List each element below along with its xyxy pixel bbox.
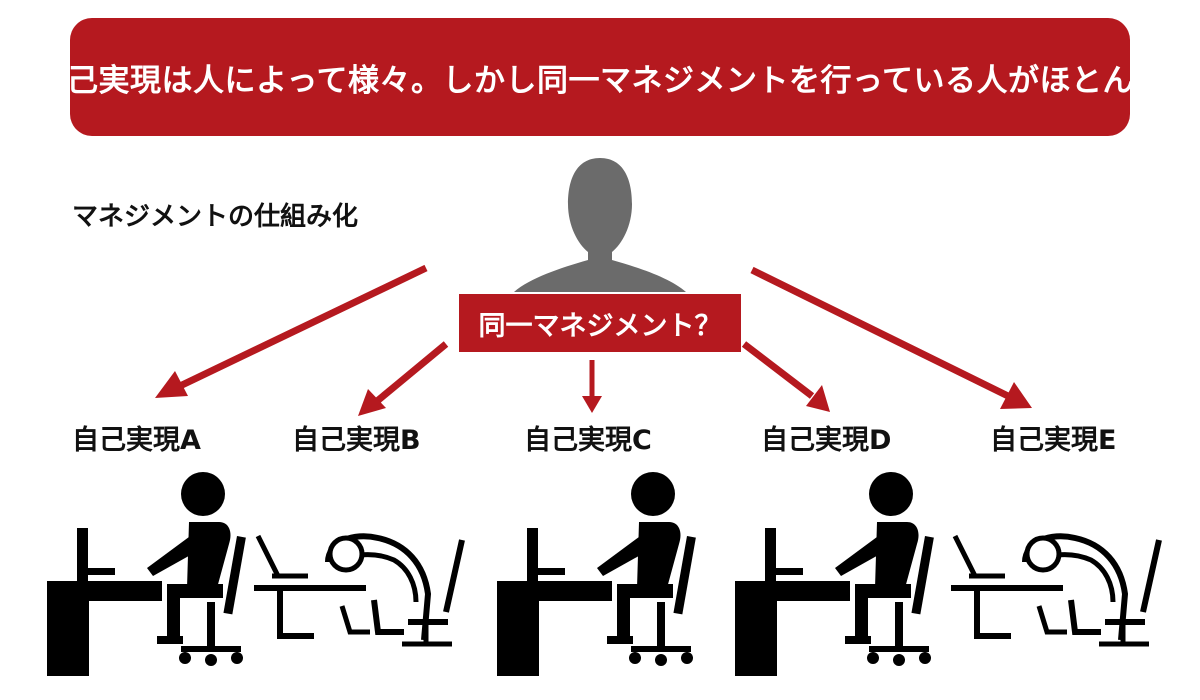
exhausted-worker-icon-b — [254, 536, 462, 644]
self-actualization-d-label: 自己実現D — [761, 425, 892, 456]
arrow-icon-c — [582, 360, 602, 413]
banner-text: 自己実現は人によって様々。しかし同一マネジメントを行っている人がほとんど — [35, 62, 1165, 99]
arrow-icon-e — [750, 266, 1032, 409]
arrow-icon-b — [358, 341, 449, 416]
self-actualization-b-label: 自己実現B — [292, 425, 421, 456]
self-actualization-e-label: 自己実現E — [990, 425, 1117, 456]
exhausted-worker-icon-e — [951, 536, 1159, 644]
worker-at-desk-icon-a — [47, 472, 246, 676]
arrow-icon-a — [155, 264, 428, 398]
worker-at-desk-icon-d — [735, 472, 934, 676]
self-actualization-c-label: 自己実現C — [524, 425, 652, 456]
self-actualization-a-label: 自己実現A — [72, 425, 201, 456]
header-banner: 自己実現は人によって様々。しかし同一マネジメントを行っている人がほとんど — [35, 18, 1164, 136]
same-management-box: 同一マネジメント？ — [459, 294, 741, 352]
worker-at-desk-icon-c — [497, 472, 696, 676]
diagram-subtitle: マネジメントの仕組み化 — [72, 202, 359, 232]
arrow-icon-d — [741, 341, 830, 412]
same-management-label: 同一マネジメント？ — [478, 310, 722, 342]
